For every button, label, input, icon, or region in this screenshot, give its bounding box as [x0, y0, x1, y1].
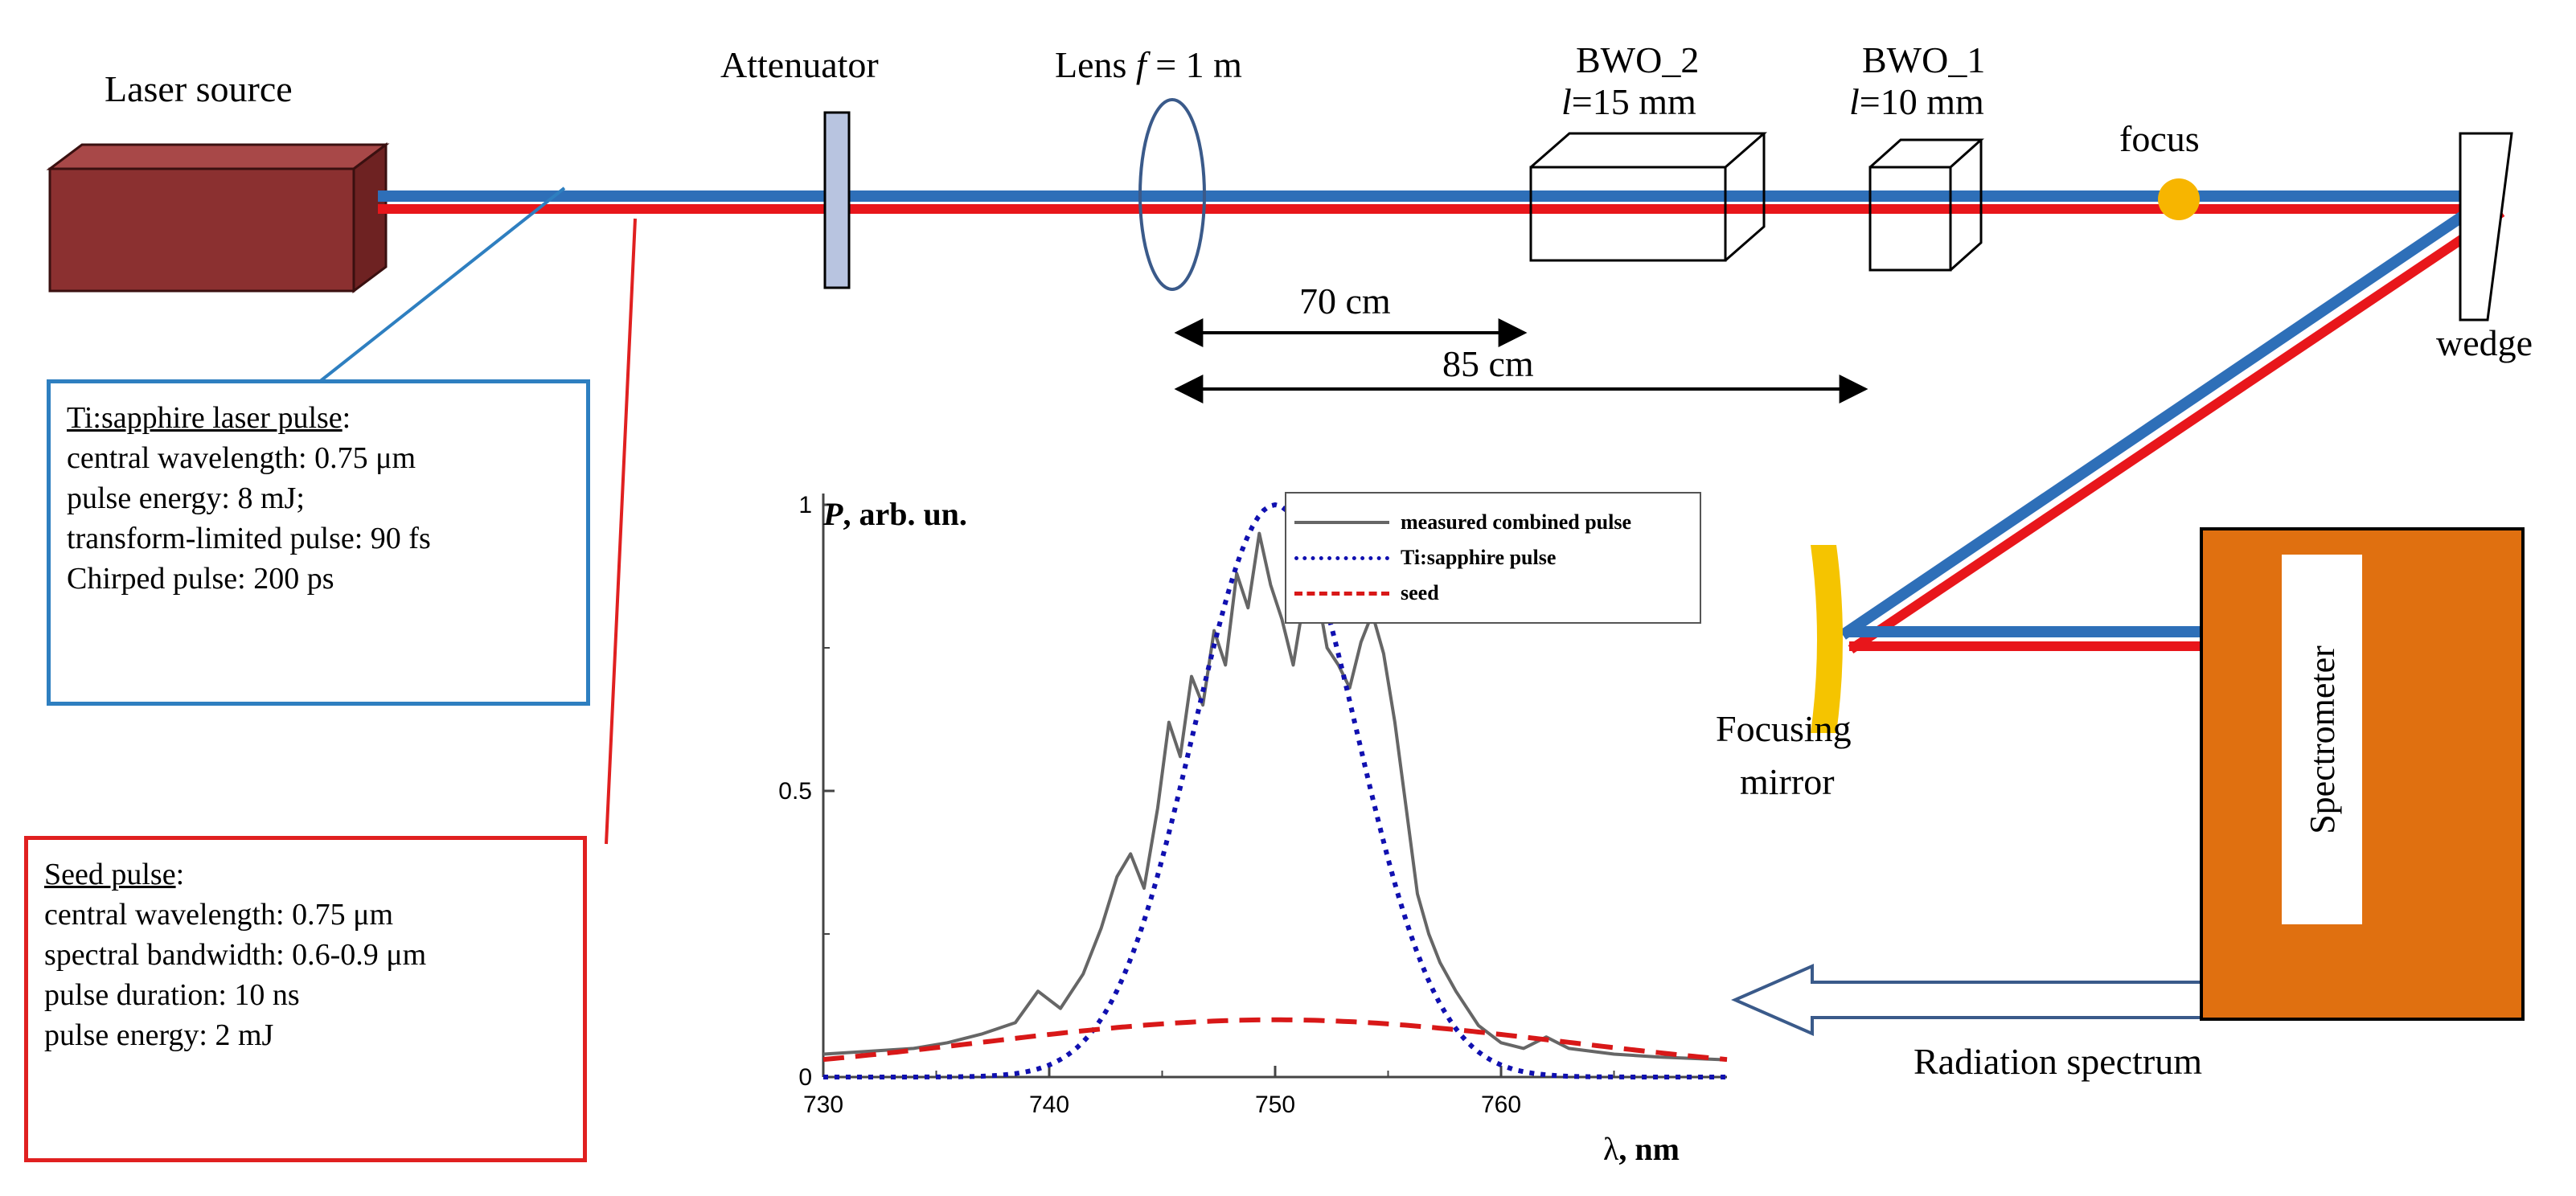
- lens-label-prefix: Lens: [1055, 44, 1136, 85]
- x-tick-label: 760: [1481, 1092, 1521, 1118]
- red-beam-diagonal: [1848, 208, 2505, 653]
- chart-ticks: 0 0.5 1 730 740 750 760: [778, 492, 1615, 1118]
- distance-85-label: 85 cm: [1442, 343, 1534, 384]
- legend-row-ti: Ti:sapphire pulse: [1286, 542, 1556, 574]
- legend-label-seed: seed: [1401, 581, 1439, 604]
- legend-swatch-ti: [1294, 555, 1389, 560]
- seed-info-box: Seed pulse: central wavelength: 0.75 μm …: [24, 836, 587, 1162]
- ti-box-line: pulse energy: 8 mJ;: [67, 481, 305, 515]
- legend-label-ti: Ti:sapphire pulse: [1401, 546, 1557, 569]
- lens-label-f: f: [1135, 44, 1146, 85]
- distance-70-label: 70 cm: [1299, 281, 1391, 322]
- chart-xlabel: λ, nm: [1603, 1133, 1680, 1165]
- wedge-label: wedge: [2436, 322, 2533, 363]
- bwo1-name-label: BWO_1: [1862, 39, 1986, 80]
- series-line-measured-combined-pulse: [822, 531, 1728, 1062]
- chart-ylabel: P, arb. un.: [823, 498, 967, 530]
- ti-box-title: Ti:sapphire laser pulse: [67, 401, 343, 435]
- x-tick-label: 730: [803, 1092, 843, 1118]
- ti-box-line: transform-limited pulse: 90 fs: [67, 522, 431, 555]
- series-line-ti-sapphire-pulse: [823, 502, 1727, 1079]
- y-tick-label: 1: [798, 492, 812, 518]
- spectrometer-box: [2200, 527, 2525, 1021]
- seed-box-title: Seed pulse: [44, 858, 176, 891]
- ti-box-line: Chirped pulse: 200 ps: [67, 562, 334, 596]
- wedge-icon: [2459, 132, 2513, 322]
- bwo2-name-label: BWO_2: [1576, 39, 1700, 80]
- seed-box-line: pulse duration: 10 ns: [44, 978, 300, 1012]
- seed-callout-line: [605, 218, 637, 845]
- radiation-arrow: [1731, 963, 2200, 1037]
- ti-callout-line: [317, 186, 566, 384]
- spectrometer-label-panel: Spectrometer: [2282, 555, 2362, 924]
- bwo1-length-l: l: [1849, 81, 1860, 122]
- focusing-mirror-label-1: Focusing: [1716, 708, 1852, 749]
- seed-box-line: pulse energy: 2 mJ: [44, 1018, 274, 1052]
- focusing-mirror: [1811, 545, 1843, 733]
- spectrum-chart: 0 0.5 1 730 740 750 760: [778, 492, 1728, 1118]
- lens-icon: [1138, 98, 1206, 291]
- chart-xlabel-rest: , nm: [1618, 1131, 1680, 1167]
- seed-box-line: spectral bandwidth: 0.6-0.9 μm: [44, 938, 427, 972]
- radiation-spectrum-label: Radiation spectrum: [1914, 1041, 2202, 1082]
- lens-label: Lens f = 1 m: [1055, 47, 1242, 84]
- ti-box-line: central wavelength: 0.75 μm: [67, 441, 416, 475]
- legend-swatch-measured: [1294, 521, 1389, 524]
- spectrometer-label: Spectrometer: [2302, 645, 2342, 834]
- legend-row-measured: measured combined pulse: [1286, 506, 1631, 539]
- laser-source-label: Laser source: [105, 68, 293, 109]
- attenuator-plate: [823, 111, 851, 289]
- legend-swatch-seed: [1294, 591, 1389, 596]
- focus-label: focus: [2119, 118, 2200, 159]
- lens-label-suffix: = 1 m: [1146, 44, 1242, 85]
- ti-box-title-row: Ti:sapphire laser pulse:: [67, 398, 570, 438]
- y-tick-label: 0.5: [778, 778, 812, 805]
- chart-ylabel-rest: , arb. un.: [843, 496, 967, 532]
- seed-box-title-row: Seed pulse:: [44, 854, 567, 895]
- x-tick-label: 740: [1029, 1092, 1069, 1118]
- chart-series: [822, 502, 1728, 1079]
- blue-beam-diagonal: [1840, 191, 2496, 640]
- y-tick-label: 0: [798, 1064, 812, 1091]
- chart-xlabel-lambda: λ: [1603, 1131, 1619, 1167]
- legend-label-measured: measured combined pulse: [1401, 510, 1631, 534]
- focusing-mirror-label-2: mirror: [1740, 761, 1835, 802]
- bwo1-crystal: [1868, 138, 1984, 272]
- bwo2-length-value: =15 mm: [1571, 81, 1696, 122]
- attenuator-label: Attenuator: [720, 44, 879, 85]
- seed-box-title-colon: :: [175, 858, 185, 891]
- legend-row-seed: seed: [1286, 577, 1439, 609]
- chart-ylabel-p: P: [823, 496, 843, 532]
- bwo2-crystal: [1529, 132, 1767, 262]
- bwo1-length-value: =10 mm: [1859, 81, 1984, 122]
- seed-box-line: central wavelength: 0.75 μm: [44, 898, 394, 932]
- chart-legend: measured combined pulse Ti:sapphire puls…: [1285, 492, 1701, 624]
- x-tick-label: 750: [1255, 1092, 1295, 1118]
- bwo1-length-label: l=10 mm: [1849, 84, 1984, 121]
- bwo2-length-label: l=15 mm: [1561, 84, 1696, 121]
- bwo2-length-l: l: [1561, 81, 1572, 122]
- ti-box-title-colon: :: [342, 401, 351, 435]
- focus-dot: [2158, 178, 2200, 220]
- series-line-seed: [822, 1017, 1728, 1063]
- laser-source-box: [46, 142, 390, 293]
- ti-sapphire-info-box: Ti:sapphire laser pulse: central wavelen…: [47, 379, 590, 706]
